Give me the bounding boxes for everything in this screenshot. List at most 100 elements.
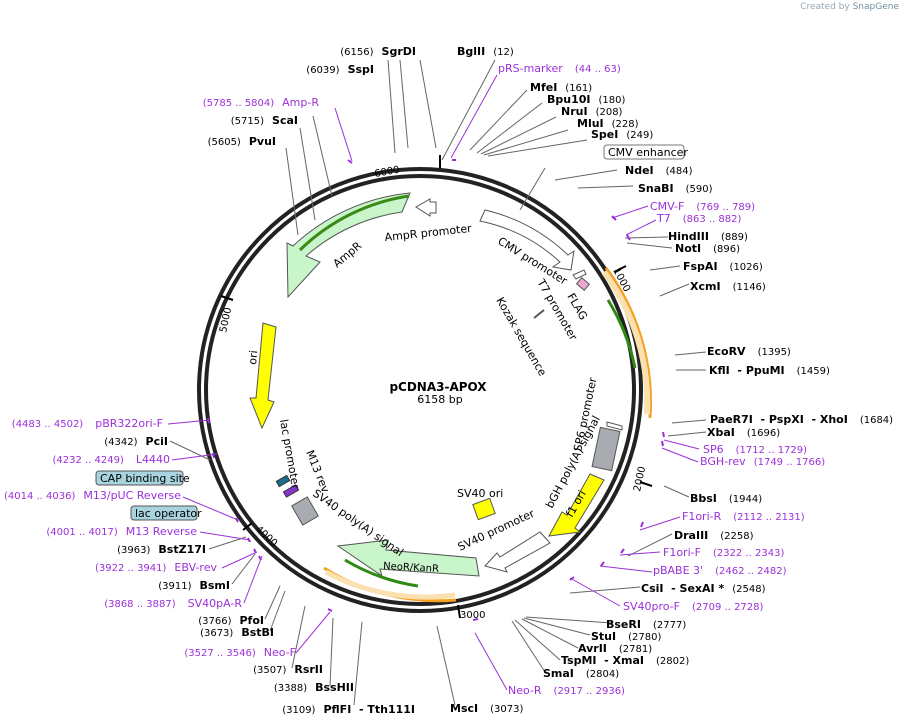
enzyme-ecorv: EcoRV(1395): [707, 345, 791, 358]
primer-f1ori-f: F1ori-F(2322 .. 2343): [663, 546, 784, 559]
primer-m13-puc-reverse: (4014 .. 4036)M13/pUC Reverse: [4, 489, 181, 502]
enzyme-xcmi: XcmI(1146): [690, 280, 766, 293]
credit: Created by SnapGene: [800, 2, 899, 12]
backbone: [197, 167, 643, 613]
cap-binding-label: CAP binding site: [100, 472, 190, 485]
enzyme-labels-left: (6156)SgrDI (6039)SspI (5715)ScaI (5605)…: [104, 45, 416, 716]
enzyme-sgrdi: (6156)SgrDI: [340, 45, 416, 58]
primer-neo-f: (3527 .. 3546)Neo-F: [184, 646, 296, 659]
bgh-polya-box: [591, 426, 621, 472]
enzyme-stui: StuI(2780): [591, 630, 661, 643]
enzyme-tth111i: (3109)PflFI - Tth111I: [282, 703, 415, 716]
tick-6000: 6000: [374, 165, 401, 180]
ticks: [220, 155, 653, 619]
label-neor: NeoR/KanR: [383, 561, 439, 575]
plasmid-name: pCDNA3-APOX: [389, 380, 487, 394]
enzyme-pfoi: (3766)PfoI: [198, 614, 264, 627]
label-sv40-ori: SV40 ori: [457, 487, 503, 500]
ampr-promoter-arrow: [415, 198, 437, 217]
enzyme-msci: MscI(3073): [450, 702, 523, 715]
enzyme-labels-right: BglII(12) MfeI(161) Bpu10I(180) NruI(208…: [450, 45, 893, 715]
boxed-features: CMV enhancer CAP binding site lac operat…: [95, 144, 688, 521]
flag-box: [575, 277, 591, 291]
primer-amp-r: (5785 .. 5804)Amp-R: [203, 96, 320, 109]
sv40-polya-box: [291, 496, 319, 526]
primer-marks: [207, 159, 665, 621]
primer-sv40pa-r: (3868 .. 3887)SV40pA-R: [104, 597, 242, 610]
primer-sv40pro-f: SV40pro-F(2709 .. 2728): [623, 600, 764, 613]
enzyme-avrii: AvrII(2781): [578, 642, 652, 655]
enzyme-noti: NotI(896): [675, 242, 740, 255]
kozak-mark: [533, 309, 545, 319]
primer-neo-r: Neo-R(2917 .. 2936): [508, 684, 625, 697]
cds-green: [606, 299, 637, 369]
plasmid-length: 6158 bp: [417, 393, 462, 406]
enzyme-sexai: CsiI - SexAI *(2548): [641, 582, 766, 595]
sp6-promoter-arrow: [606, 421, 623, 431]
tick-5000: 5000: [218, 306, 234, 333]
cap-binding-box: [95, 470, 184, 486]
primer-labels-right: pRS-marker(44 .. 63) CMV-F(769 .. 789) T…: [498, 62, 825, 697]
tick-3000: 3000: [460, 610, 485, 621]
plasmid-title: pCDNA3-APOX 6158 bp: [389, 380, 487, 406]
enzyme-mfei: MfeI(161): [530, 81, 592, 94]
enzyme-scai: (5715)ScaI: [231, 114, 298, 127]
label-m13-rev: M13 rev: [303, 448, 332, 495]
label-ampr-promoter: AmpR promoter: [384, 222, 473, 244]
enzyme-bglii: BglII(12): [457, 45, 514, 58]
enzyme-bbsi: BbsI(1944): [690, 492, 762, 505]
primer-pbr322ori-f: (4483 .. 4502)pBR322ori-F: [12, 417, 163, 430]
primer-l4440: (4232 .. 4249)L4440: [52, 453, 170, 466]
enzyme-kfli: KflI - PpuMI(1459): [709, 364, 830, 377]
enzyme-draiii: DraIII(2258): [674, 529, 754, 542]
ori-arrow: [249, 322, 277, 430]
primer-cmv-f: CMV-F(769 .. 789): [650, 200, 755, 213]
sv40-promoter-arrow: [484, 531, 551, 573]
label-ori: ori: [246, 350, 260, 366]
enzyme-bsshii: (3388)BssHII: [274, 681, 354, 694]
enzyme-spei: SpeI(249): [591, 128, 653, 141]
feature-shapes: [249, 192, 653, 603]
primer-leaders: [167, 74, 700, 691]
enzyme-xhoi: PaeR7I - PspXI - XhoI(1684): [710, 413, 893, 426]
label-kozak: Kozak sequence: [493, 295, 549, 379]
lac-operator-box: [130, 505, 198, 521]
enzyme-nrui: NruI(208): [561, 105, 623, 118]
enzyme-bstz17i: (3963)BstZ17I: [117, 543, 206, 556]
primer-f1ori-r: F1ori-R(2112 .. 2131): [682, 510, 805, 523]
cds-orange-inner: [601, 270, 651, 415]
enzyme-bsmi: (3911)BsmI: [158, 579, 230, 592]
lac-operator-label: lac operator: [135, 507, 202, 520]
enzyme-rsrii: (3507)RsrII: [253, 663, 323, 676]
primer-labels-left: (5785 .. 5804)Amp-R (4483 .. 4502)pBR322…: [4, 96, 319, 659]
enzyme-pcii: (4342)PciI: [104, 435, 168, 448]
enzyme-sspi: (6039)SspI: [306, 63, 374, 76]
t7-promoter-arrow: [572, 269, 587, 280]
primer-m13-reverse: (4001 .. 4017)M13 Reverse: [46, 525, 197, 538]
lac-promoter-box: [275, 474, 291, 488]
primer-prs-marker: pRS-marker(44 .. 63): [498, 62, 621, 75]
leader-lines: [169, 59, 707, 706]
tick-2000: 2000: [632, 465, 648, 492]
cmv-promoter-arrow: [479, 209, 575, 271]
enzyme-bseri: BseRI(2777): [606, 618, 686, 631]
enzyme-bstbi: (3673)BstBI: [200, 626, 274, 639]
cds-orange: [604, 267, 653, 419]
primer-ebv-rev: (3922 .. 3941)EBV-rev: [95, 561, 217, 574]
enzyme-bpu10i: Bpu10I(180): [547, 93, 625, 106]
enzyme-fspai: FspAI(1026): [683, 260, 763, 273]
enzyme-xbai: XbaI(1696): [707, 426, 780, 439]
primer-t7: T7(863 .. 882): [656, 212, 742, 225]
label-ampr: AmpR: [331, 239, 365, 270]
m13-rev-box: [282, 484, 300, 498]
f1-ori-arrow: [548, 473, 605, 537]
cmv-enhancer-label: CMV enhancer: [608, 146, 688, 159]
credit-prefix: Created by: [800, 2, 850, 12]
primer-bgh-rev: BGH-rev(1749 .. 1766): [700, 455, 825, 468]
enzyme-snabi: SnaBI(590): [638, 182, 713, 195]
primer-sp6: SP6(1712 .. 1729): [703, 443, 807, 456]
enzyme-ndei: NdeI(484): [625, 164, 693, 177]
enzyme-smai: SmaI(2804): [543, 667, 619, 680]
enzyme-hindiii: HindIII(889): [668, 230, 748, 243]
